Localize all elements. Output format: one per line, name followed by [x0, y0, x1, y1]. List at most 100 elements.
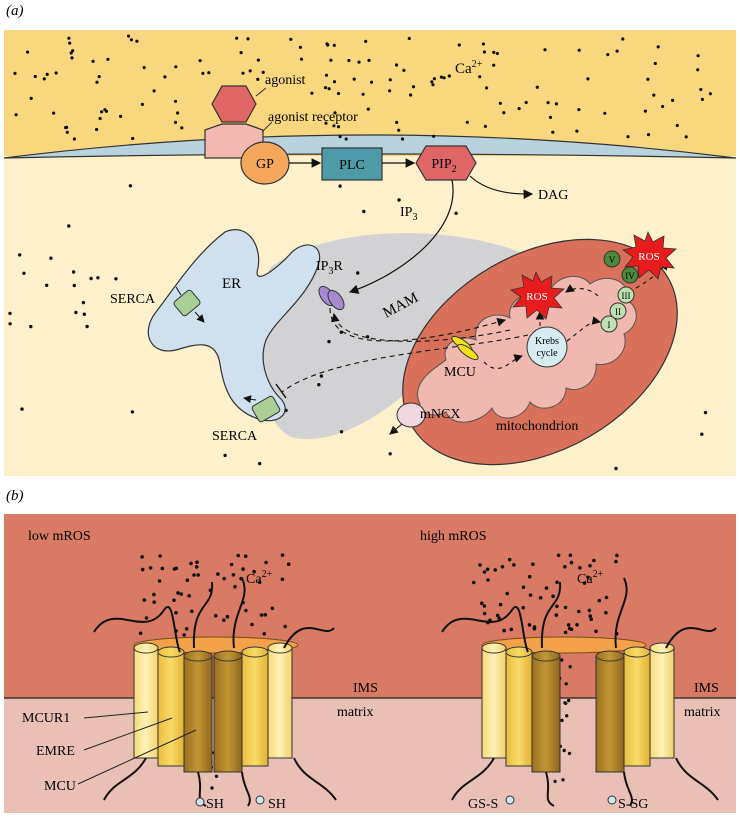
- calcium-ion: [184, 627, 189, 631]
- calcium-ion: [565, 714, 569, 718]
- calcium-ion: [604, 595, 609, 600]
- calcium-ion: [98, 116, 102, 121]
- calcium-ion: [621, 37, 625, 41]
- calcium-ion: [89, 276, 93, 281]
- calcium-ion: [366, 107, 370, 111]
- tail: [293, 757, 337, 801]
- mcur1-subunit: [267, 647, 293, 759]
- calcium-ion: [352, 77, 356, 81]
- emre-subunit-top: [623, 646, 651, 658]
- loop: [192, 581, 214, 649]
- calcium-ion: [262, 632, 267, 636]
- calcium-ion: [29, 324, 33, 329]
- calcium-ion: [64, 126, 68, 130]
- calcium-ion: [258, 461, 262, 466]
- calcium-ion: [615, 49, 619, 53]
- plc-enzyme: [321, 147, 383, 181]
- gp-label: GP: [256, 157, 274, 172]
- calcium-ion: [495, 51, 499, 56]
- calcium-ion: [500, 564, 505, 569]
- mcur1-subunit: [481, 647, 507, 759]
- calcium-ion: [252, 569, 256, 574]
- complex-iii-label: III: [622, 291, 631, 301]
- emre-label: EMRE: [36, 744, 75, 759]
- calcium-ion: [402, 68, 406, 72]
- calcium-ion: [336, 91, 341, 96]
- n-terminal-loop: [93, 606, 181, 653]
- calcium-ion: [521, 605, 525, 610]
- calcium-ion: [235, 36, 239, 40]
- calcium-ion: [495, 613, 500, 618]
- serca-bottom-label: SERCA: [212, 429, 258, 444]
- calcium-ion: [395, 120, 399, 124]
- calcium-ion: [45, 72, 49, 76]
- calcium-ion: [142, 66, 146, 70]
- complex-ii: [609, 302, 627, 320]
- calcium-ion: [131, 136, 135, 141]
- calcium-ion: [498, 101, 502, 105]
- ip3-label: IP3: [400, 205, 417, 223]
- calcium-ion: [29, 96, 33, 100]
- calcium-ion: [432, 77, 436, 81]
- calcium-ion: [675, 123, 679, 128]
- calcium-ion: [551, 594, 555, 598]
- calcium-ion: [71, 270, 76, 274]
- calcium-ion: [243, 554, 248, 558]
- mcur1-subunit-top: [649, 642, 675, 654]
- calcium-ion: [194, 565, 199, 569]
- calcium-ion: [163, 75, 167, 79]
- calcium-ion: [367, 58, 371, 63]
- calcium-ion: [400, 137, 405, 141]
- calcium-ion: [332, 43, 336, 48]
- calcium-ion: [284, 408, 288, 413]
- gss-left-label: GS-S: [468, 797, 498, 812]
- complex-iii: [617, 286, 635, 304]
- n-terminal-loop: [441, 606, 529, 653]
- calcium-ion: [317, 383, 321, 387]
- calcium-ion: [554, 613, 559, 617]
- mcu-label-b: MCU: [44, 779, 76, 794]
- calcium-ion: [561, 778, 565, 782]
- calcium-ion: [22, 271, 26, 275]
- calcium-ion: [158, 554, 162, 558]
- calcium-ion: [502, 628, 506, 633]
- calcium-ion: [173, 120, 178, 124]
- calcium-ion: [45, 283, 49, 287]
- calcium-ion: [554, 102, 559, 106]
- calcium-ion: [564, 682, 568, 686]
- calcium-ion: [569, 560, 574, 565]
- calcium-ion: [180, 126, 184, 130]
- loop: [665, 627, 717, 649]
- krebs-cycle: [526, 326, 568, 368]
- calcium-ion: [52, 111, 56, 115]
- calcium-ion: [626, 135, 630, 139]
- complex-v: [603, 250, 621, 268]
- calcium-ion: [323, 86, 328, 90]
- calcium-ion: [140, 555, 144, 559]
- calcium-ion: [67, 224, 71, 228]
- calcium-ion: [527, 623, 532, 627]
- calcium-ion: [671, 98, 675, 102]
- calcium-ion: [140, 567, 145, 572]
- complex-ii-label: II: [615, 307, 621, 317]
- calcium-ion: [214, 774, 219, 778]
- calcium-ion: [259, 613, 264, 617]
- calcium-ion: [241, 567, 245, 571]
- calcium-ion: [223, 453, 227, 458]
- calcium-ion: [69, 51, 73, 55]
- receptor-pointer: [261, 121, 273, 133]
- calcium-ion: [409, 93, 413, 97]
- calcium-ion: [195, 560, 199, 564]
- calcium-ion: [388, 452, 392, 456]
- emre-subunit: [505, 651, 533, 767]
- calcium-ion: [68, 41, 72, 45]
- calcium-ion: [509, 627, 514, 632]
- calcium-ion: [457, 43, 461, 47]
- ip3r-label: IP3R: [316, 259, 343, 277]
- calcium-ion: [148, 566, 153, 570]
- calcium-ion: [592, 558, 596, 563]
- inhibit-bar: [275, 383, 287, 399]
- calcium-ion: [114, 277, 118, 281]
- plc-label: PLC: [339, 158, 365, 173]
